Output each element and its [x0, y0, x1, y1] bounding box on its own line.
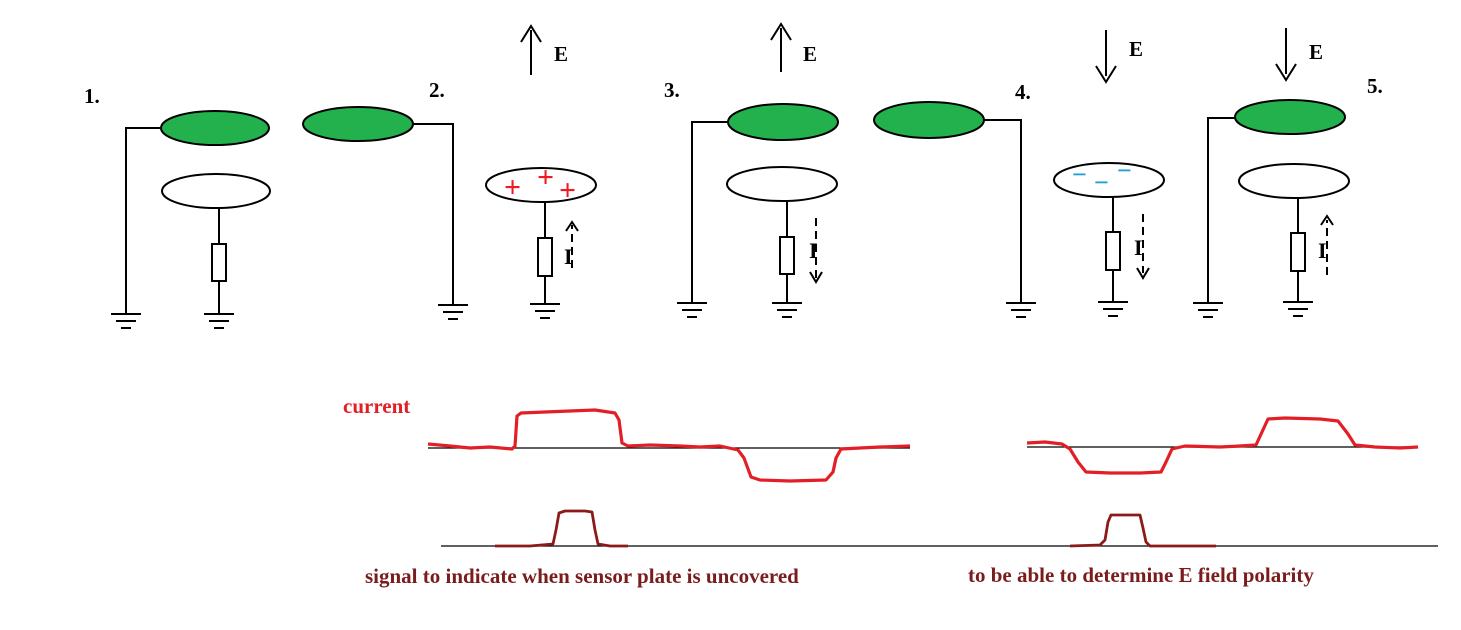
- shutter-ground-wire: [413, 123, 454, 305]
- negative-charge: −: [1094, 168, 1109, 197]
- up-arrow-icon: [520, 24, 542, 43]
- resistor: [537, 237, 553, 277]
- positive-charge: +: [504, 171, 521, 204]
- ground-symbol: [203, 313, 235, 329]
- sensor-plate: [161, 173, 271, 209]
- field-label: E: [1309, 40, 1323, 64]
- ground-symbol: [110, 313, 142, 329]
- ground-symbol: [437, 304, 469, 320]
- stage-2: 2. E + + + I: [302, 24, 597, 320]
- signal-caption: signal to indicate when sensor plate is …: [365, 564, 799, 588]
- stage-5-label: 5.: [1367, 74, 1383, 98]
- stage-4-label: 4.: [1015, 80, 1031, 104]
- shutter-ground-wire: [125, 127, 160, 314]
- negative-charge: −: [1072, 160, 1087, 189]
- field-label: E: [803, 42, 817, 66]
- shutter-plate: [302, 106, 414, 142]
- field-label: E: [1129, 37, 1143, 61]
- up-arrow-icon: [770, 22, 792, 41]
- down-arrow-icon: [1136, 267, 1150, 280]
- stage-1-label: 1.: [84, 84, 100, 108]
- up-arrow-icon: [565, 220, 579, 232]
- field-label: E: [554, 42, 568, 66]
- signal-waveform: signal to indicate when sensor plate is …: [365, 509, 1438, 588]
- ground-symbol: [529, 303, 561, 319]
- sensor-plate: [1238, 163, 1350, 199]
- current-trace-right: [1026, 416, 1419, 475]
- resistor: [1290, 232, 1306, 272]
- positive-charge: +: [559, 174, 576, 207]
- current-waveform: current: [343, 394, 1419, 483]
- shutter-plate: [727, 103, 839, 141]
- current-label: I: [564, 244, 573, 269]
- shutter-ground-wire: [691, 121, 728, 303]
- sensor-plate: [726, 166, 838, 202]
- ground-symbol: [1192, 302, 1224, 318]
- ground-symbol: [1097, 301, 1129, 317]
- stage-1: 1.: [84, 84, 271, 329]
- current-label: I: [1318, 238, 1327, 263]
- ground-symbol: [676, 302, 708, 318]
- signal-trace-left: [495, 509, 628, 548]
- shutter-ground-wire: [984, 119, 1022, 303]
- signal-trace-right: [1069, 513, 1216, 548]
- ground-symbol: [1282, 301, 1314, 317]
- shutter-plate: [1234, 99, 1346, 135]
- current-label: I: [1134, 235, 1143, 260]
- signal-caption-polarity: to be able to determine E field polarity: [968, 563, 1314, 587]
- current-label: I: [809, 238, 818, 263]
- positive-charge: +: [537, 161, 554, 194]
- down-arrow-icon: [1275, 63, 1297, 82]
- down-arrow-icon: [1095, 65, 1117, 84]
- down-arrow-icon: [809, 271, 823, 284]
- stage-2-label: 2.: [429, 78, 445, 102]
- resistor: [211, 243, 227, 282]
- stage-3: 3. E I: [664, 22, 839, 318]
- shutter-plate: [160, 110, 270, 146]
- negative-charge: −: [1117, 156, 1132, 185]
- resistor: [1105, 231, 1121, 271]
- current-trace-left: [427, 408, 911, 483]
- ground-symbol: [1005, 302, 1037, 318]
- stage-3-label: 3.: [664, 78, 680, 102]
- shutter-ground-wire: [1207, 117, 1236, 303]
- resistor: [779, 236, 795, 275]
- up-arrow-icon: [1320, 214, 1334, 226]
- sensor-plate-charged: [485, 167, 597, 203]
- stage-5: 5. E I: [1192, 28, 1383, 318]
- stage-4: 4. E − − − I: [873, 30, 1165, 318]
- sensor-plate-charged: [1053, 162, 1165, 198]
- ground-symbol: [771, 302, 803, 318]
- current-trace-label: current: [343, 394, 410, 418]
- shutter-plate: [873, 101, 985, 139]
